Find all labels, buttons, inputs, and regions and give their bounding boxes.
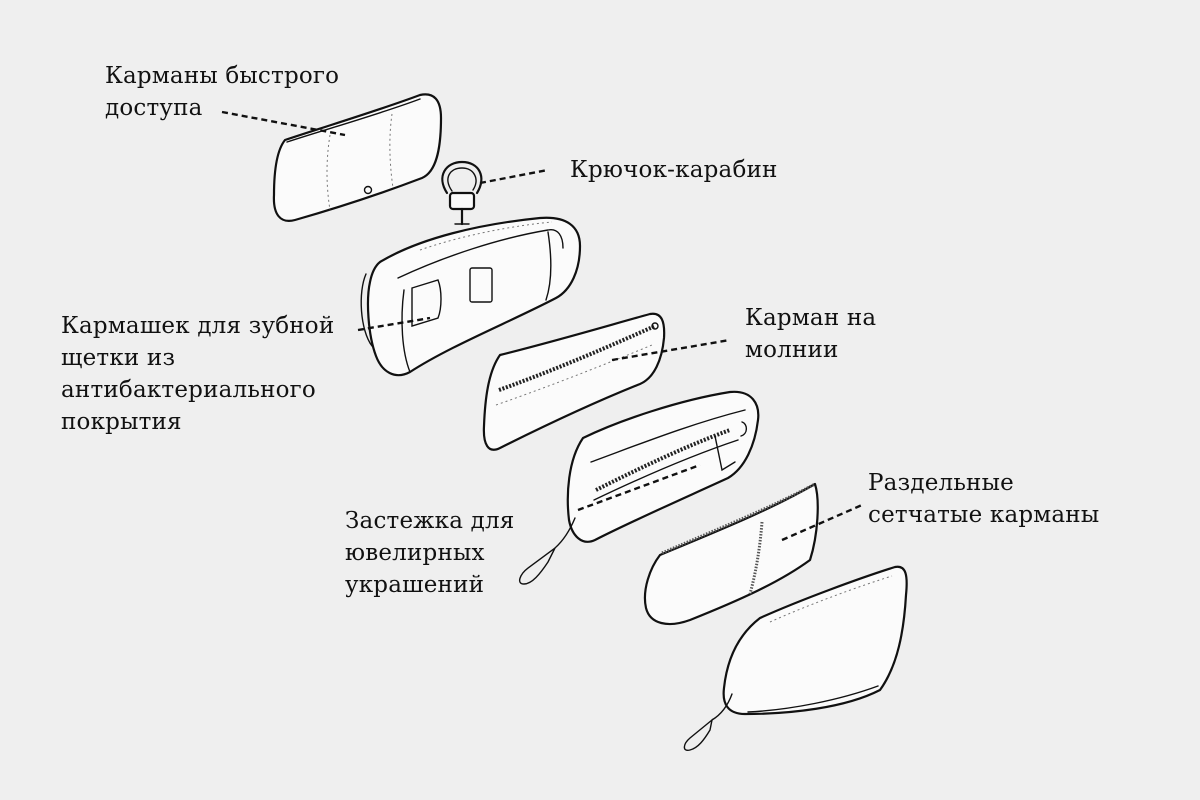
label-mesh-pockets: Раздельные сетчатые карманы	[868, 467, 1099, 531]
leader-mesh-pockets	[781, 503, 863, 542]
label-line: доступа	[105, 95, 203, 121]
leader-jewelry-clasp	[577, 463, 701, 512]
label-line: молнии	[745, 337, 839, 363]
label-line: Раздельные	[868, 470, 1014, 496]
label-quick-access-pockets: Карманы быстрого доступа	[105, 60, 339, 124]
quick-access-pocket-panel	[272, 93, 443, 222]
label-toothbrush-pocket: Кармашек для зубной щетки из антибактери…	[61, 310, 334, 438]
leader-lines	[221, 110, 863, 542]
label-line: Карманы быстрого	[105, 63, 340, 89]
leader-toothbrush	[357, 316, 431, 332]
zip-pocket-panel	[482, 312, 666, 451]
leader-quick-access	[221, 110, 346, 137]
label-line: Крючок-карабин	[570, 157, 778, 183]
label-line: украшений	[345, 572, 485, 598]
jewelry-case	[518, 390, 760, 585]
label-line: сетчатые карманы	[868, 502, 1100, 528]
label-line: ювелирных	[345, 540, 485, 566]
label-line: антибактериального	[61, 377, 316, 403]
label-line: щетки из	[61, 345, 176, 371]
outer-shell-bottom	[683, 565, 908, 751]
label-carabiner-hook: Крючок-карабин	[570, 154, 778, 186]
label-jewelry-clasp: Застежка для ювелирных украшений	[345, 505, 515, 601]
mesh-pockets-panel	[643, 482, 819, 626]
label-line: Застежка для	[345, 508, 515, 534]
label-line: Карман на	[745, 305, 877, 331]
leader-carabiner	[479, 168, 549, 185]
label-line: Кармашек для зубной	[61, 313, 335, 339]
label-line: покрытия	[61, 409, 182, 435]
main-bag-body	[360, 216, 582, 377]
carabiner-hook	[441, 160, 483, 226]
label-zip-pocket: Карман на молнии	[745, 302, 876, 366]
